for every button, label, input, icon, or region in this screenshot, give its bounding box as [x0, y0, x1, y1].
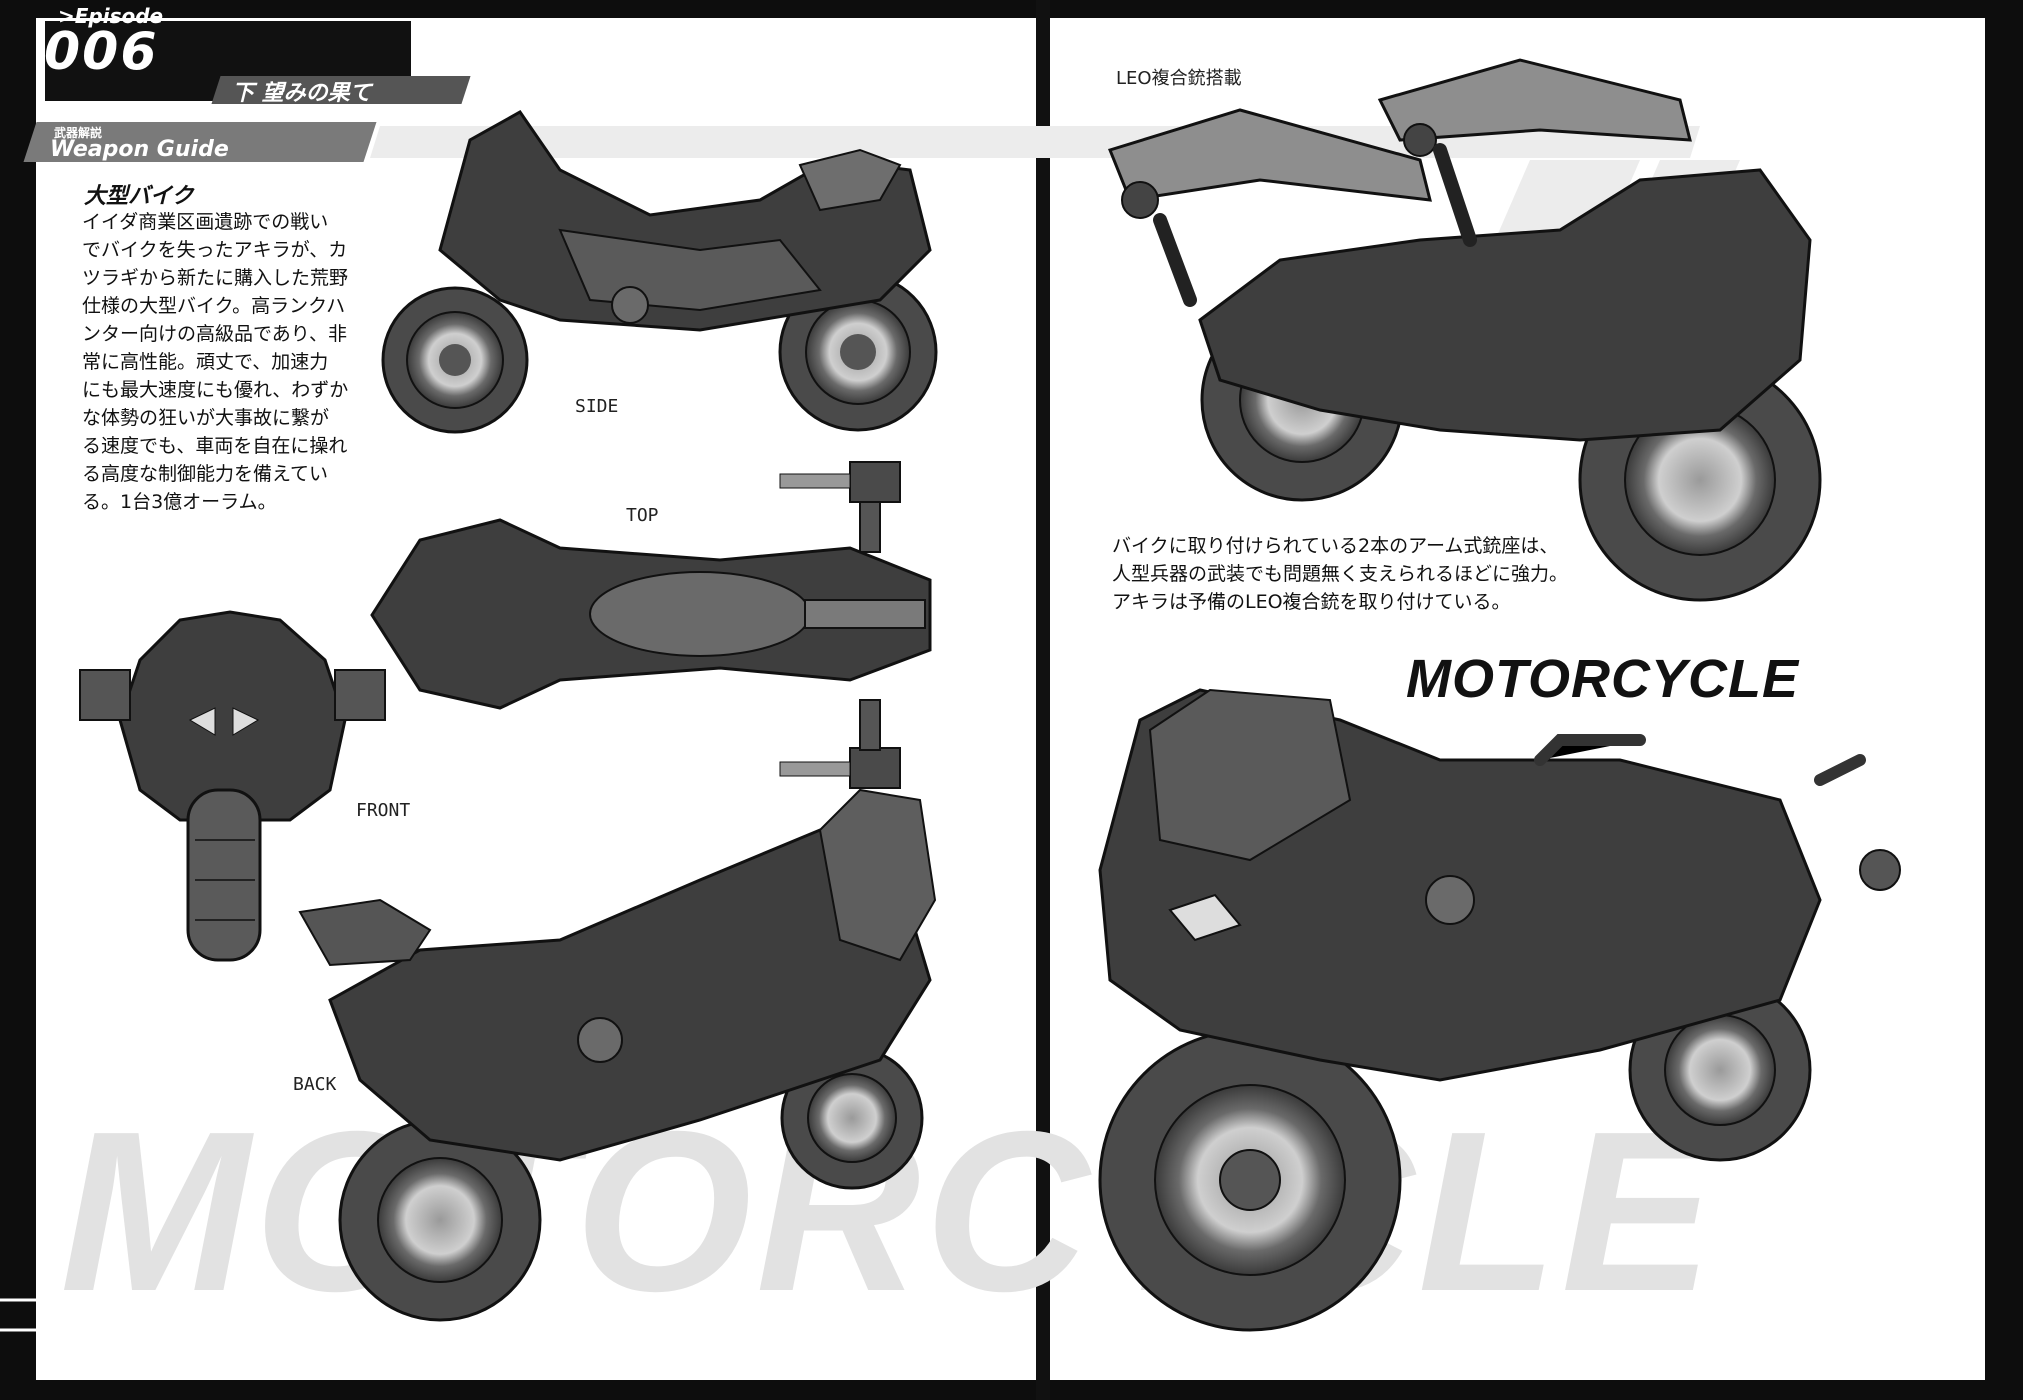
guide-label-en: Weapon Guide	[50, 137, 229, 162]
description-line: イイダ商業区画遺跡での戦い	[82, 211, 329, 233]
label-side: SIDE	[575, 396, 619, 417]
description-line: バイクに取り付けられている2本のアーム式銃座は、	[1112, 535, 1559, 557]
description-line: 人型兵器の武装でも問題無く支えられるほどに強力。	[1112, 563, 1569, 585]
front-view-bike	[79, 610, 386, 962]
item-description: イイダ商業区画遺跡での戦い でバイクを失ったアキラが、カ ツラギから新たに購入し…	[82, 208, 354, 516]
description-line: 常に高性能。頑丈で、加速力	[82, 351, 329, 373]
gun-mount-description: バイクに取り付けられている2本のアーム式銃座は、 人型兵器の武装でも問題無く支え…	[1112, 532, 1568, 616]
label-top: TOP	[626, 505, 659, 526]
back-view-bike	[298, 788, 937, 1322]
description-line: る。1台3億オーラム。	[82, 491, 277, 513]
episode-subtitle: 下 望みの果て	[232, 81, 372, 106]
bike-three-quarter-view	[1098, 688, 1901, 1332]
episode-number: 006	[44, 22, 159, 82]
description-line: 仕様の大型バイク。高ランクハ	[82, 295, 346, 317]
decorative-bars	[0, 1298, 200, 1336]
label-back: BACK	[293, 1074, 337, 1095]
description-line: にも最大速度にも優れ、わずか	[82, 379, 349, 401]
label-front: FRONT	[356, 800, 411, 821]
bike-with-leo-guns	[1108, 58, 1822, 602]
description-line: アキラは予備のLEO複合銃を取り付けている。	[1112, 591, 1511, 613]
page-gutter	[1036, 0, 1050, 1400]
description-line: る高度な制御能力を備えてい	[82, 463, 329, 485]
description-line: る速度でも、車両を自在に操れ	[82, 435, 348, 457]
label-leo-gun: LEO複合銃搭載	[1116, 68, 1242, 89]
episode-label: >Episode	[58, 4, 164, 28]
description-line: でバイクを失ったアキラが、カ	[82, 239, 348, 261]
description-line: ンター向けの高級品であり、非	[82, 323, 348, 345]
description-line: な体勢の狂いが大事故に繋が	[82, 407, 330, 429]
item-title: 大型バイク	[84, 184, 194, 209]
side-view-bike	[381, 110, 938, 434]
top-view-bike	[370, 461, 932, 789]
guide-label-jp: 武器解説	[54, 126, 103, 140]
motorcycle-title: MOTORCYCLE	[1406, 649, 1800, 709]
description-line: ツラギから新たに購入した荒野	[82, 267, 349, 289]
